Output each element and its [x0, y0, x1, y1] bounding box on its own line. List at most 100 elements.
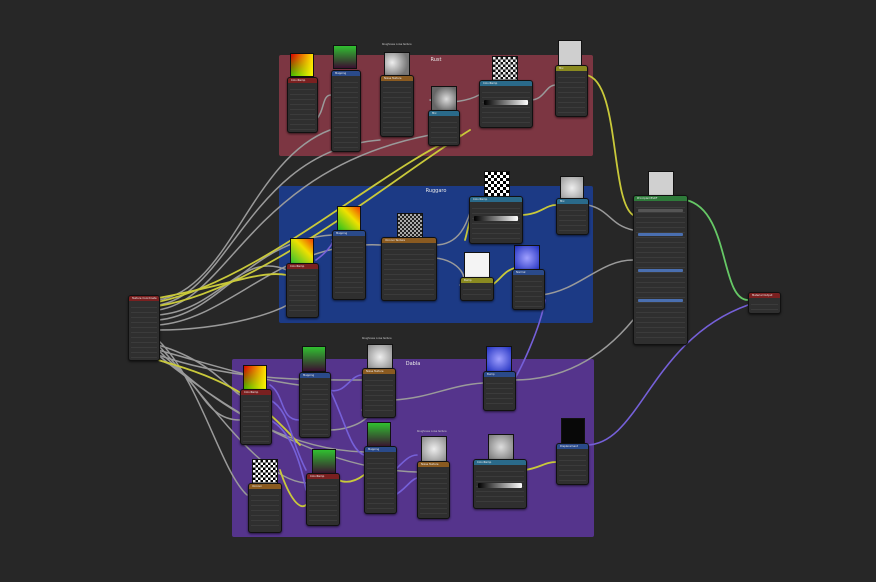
node-bump[interactable]: Bump	[483, 371, 516, 411]
voronoi-preview	[484, 171, 510, 197]
node-body	[559, 206, 586, 232]
gray-preview	[560, 176, 584, 200]
node-voronoi[interactable]: Voronoi	[248, 483, 282, 533]
node-body	[131, 303, 157, 358]
node-body	[243, 397, 269, 442]
link-bsdf-output	[685, 199, 749, 301]
node-header: ColorRamp	[480, 81, 532, 86]
node-header: Principled BSDF	[634, 196, 687, 201]
frame-dabla[interactable]: Dabla	[232, 359, 594, 537]
normal-preview	[514, 245, 540, 271]
link-group-purple	[269, 239, 749, 496]
gradient-preview	[312, 449, 336, 475]
black-preview	[561, 418, 585, 444]
gray-preview	[558, 40, 582, 66]
node-body	[365, 376, 393, 415]
node-header: ColorRamp	[474, 460, 526, 465]
node-mix[interactable]: Mix	[556, 198, 589, 235]
node-header: Mix	[429, 111, 459, 116]
node-colorramp[interactable]: ColorRamp	[287, 77, 318, 133]
gradient-preview	[290, 238, 314, 264]
node-header: ColorRamp	[287, 264, 318, 269]
node-body	[367, 454, 394, 511]
node-mapping[interactable]: Mapping	[299, 372, 331, 438]
node-colorramp[interactable]: ColorRamp	[240, 389, 272, 445]
node-principled-bsdf[interactable]: Principled BSDF	[633, 195, 688, 345]
gradient-preview	[337, 206, 361, 232]
node-header: Bump	[484, 372, 515, 377]
node-body	[482, 88, 530, 125]
node-displacement[interactable]: Displacement	[556, 443, 589, 485]
frame-label: Rust	[430, 57, 442, 63]
node-mix[interactable]: Mix	[555, 65, 588, 117]
node-body	[302, 380, 328, 435]
noise-preview	[384, 52, 410, 78]
node-body	[636, 203, 685, 342]
node-body	[383, 83, 411, 134]
node-texture-coordinate[interactable]: Texture Coordinate	[128, 295, 160, 361]
node-body	[251, 491, 279, 530]
node-header: Mapping	[332, 71, 360, 76]
node-header: Mapping	[300, 373, 330, 378]
node-bump[interactable]: Bump	[460, 277, 494, 301]
node-header: ColorRamp	[307, 474, 339, 479]
node-body	[559, 451, 586, 482]
noise-preview	[488, 434, 514, 460]
normal-preview	[486, 346, 512, 372]
node-mapping[interactable]: Mapping	[332, 230, 366, 300]
gradient-preview	[333, 45, 357, 69]
node-colorramp[interactable]: ColorRamp	[469, 196, 523, 244]
node-body	[558, 73, 585, 114]
preview-caption: Roughness noise texture	[417, 430, 447, 433]
node-header: Mapping	[333, 231, 365, 236]
node-body	[463, 285, 491, 298]
node-header: Voronoi	[249, 484, 281, 489]
node-body	[384, 245, 434, 298]
noise-preview	[431, 86, 457, 112]
node-mapping[interactable]: Mapping	[364, 446, 397, 514]
node-noise-texture[interactable]: Noise Texture	[380, 75, 414, 137]
node-header: Normal	[513, 270, 544, 275]
node-header: ColorRamp	[288, 78, 317, 83]
node-header: Noise Texture	[363, 369, 395, 374]
voronoi-preview	[397, 213, 423, 239]
node-material-output[interactable]: Material Output	[748, 292, 781, 314]
node-mapping[interactable]: Mapping	[331, 70, 361, 152]
node-header: Mix	[556, 66, 587, 71]
white-preview	[464, 252, 490, 278]
node-noise-texture[interactable]: Noise Texture	[362, 368, 396, 418]
gradient-preview	[243, 365, 267, 391]
link-group-yellow	[157, 74, 634, 508]
node-colorramp[interactable]: ColorRamp	[479, 80, 533, 128]
node-normal[interactable]: Normal	[512, 269, 545, 310]
node-body	[476, 467, 524, 506]
node-header: Displacement	[557, 444, 588, 449]
node-voronoi-texture[interactable]: Voronoi Texture	[381, 237, 437, 301]
gradient-preview	[302, 346, 326, 372]
node-body	[334, 78, 358, 149]
node-noise-texture[interactable]: Noise Texture	[417, 461, 450, 519]
node-body	[486, 379, 513, 408]
frame-label: Dabla	[405, 361, 421, 367]
preview-caption: Roughness noise texture	[362, 337, 392, 340]
node-header: Mapping	[365, 447, 396, 452]
node-header: Material Output	[749, 293, 780, 298]
node-header: ColorRamp	[241, 390, 271, 395]
node-mix[interactable]: Mix	[428, 110, 460, 146]
node-body	[515, 277, 542, 307]
node-colorramp[interactable]: ColorRamp	[473, 459, 527, 509]
node-body	[290, 85, 315, 130]
node-colorramp[interactable]: ColorRamp	[286, 263, 319, 318]
node-body	[309, 481, 337, 523]
gradient-preview	[367, 422, 391, 448]
node-colorramp[interactable]: ColorRamp	[306, 473, 340, 526]
node-body	[289, 271, 316, 315]
node-header: Noise Texture	[381, 76, 413, 81]
node-body	[420, 469, 447, 516]
node-body	[751, 300, 778, 311]
gray-preview	[648, 171, 674, 197]
gradient-preview	[290, 53, 314, 77]
voronoi-preview	[492, 56, 518, 82]
